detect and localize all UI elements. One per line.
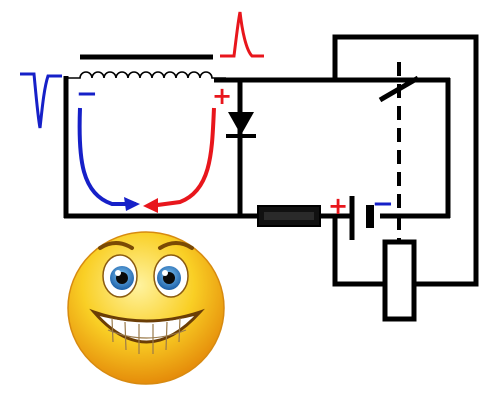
- circuit-wires: [63, 34, 479, 287]
- battery-minus-sign: −: [372, 189, 394, 219]
- negative-current-arrow: [77, 107, 136, 206]
- coil-minus-sign: −: [76, 79, 98, 109]
- battery: [349, 196, 374, 240]
- relay-coil-box: [382, 239, 417, 322]
- positive-voltage-spike: [220, 11, 264, 58]
- coil-plus-sign: +: [212, 82, 232, 110]
- positive-current-arrow: [149, 107, 216, 208]
- coil-winding: [66, 71, 226, 79]
- grinning-smiley-icon: [67, 231, 225, 385]
- diode: [226, 112, 256, 138]
- battery-plus-sign: +: [328, 192, 348, 220]
- negative-voltage-spike: [20, 72, 62, 129]
